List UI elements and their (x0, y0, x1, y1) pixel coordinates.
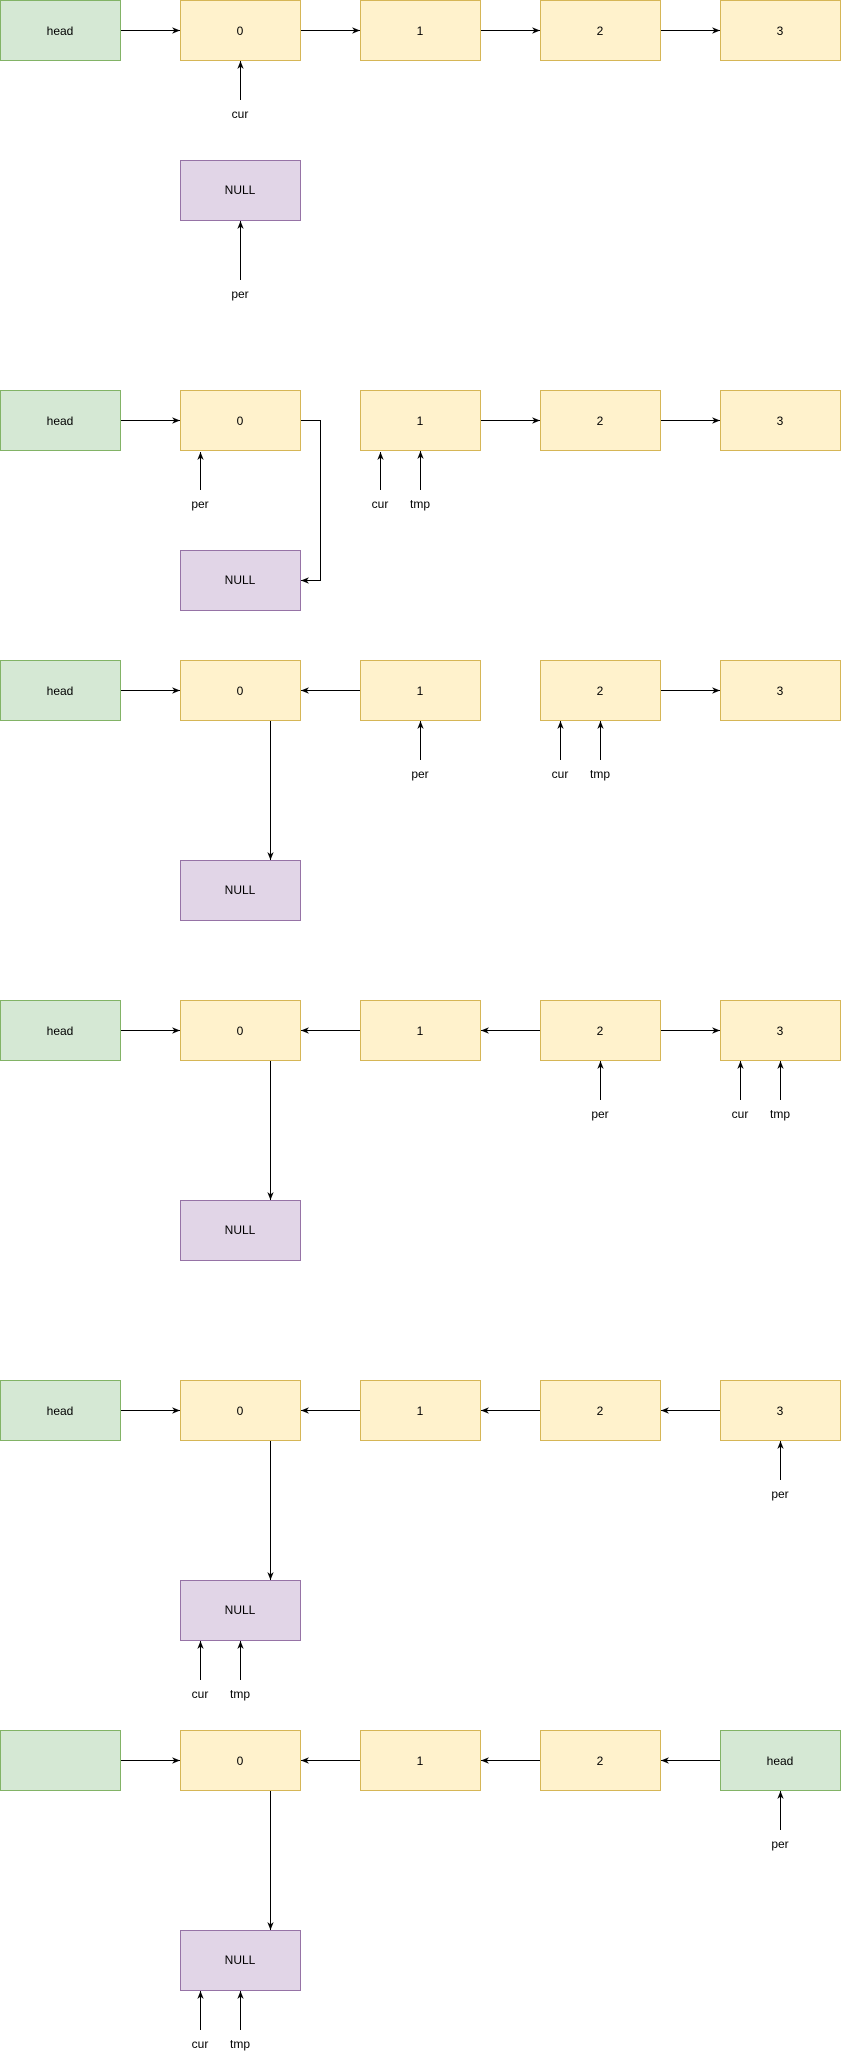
node-3-label: 3 (777, 24, 784, 38)
node-3: 3 (720, 1380, 841, 1441)
node-1-label: 1 (417, 24, 424, 38)
null-label: NULL (225, 183, 256, 197)
tmp-label: tmp (770, 1107, 790, 1121)
tmp-label: tmp (230, 2037, 250, 2051)
node-0-label: 0 (237, 24, 244, 38)
node-2-label: 2 (597, 1024, 604, 1038)
head-label: head (47, 24, 74, 38)
node-1: 1 (360, 1730, 481, 1791)
node-0-label: 0 (237, 1404, 244, 1418)
node-0: 0 (180, 390, 301, 451)
per-label: per (191, 497, 208, 511)
node-0-label: 0 (237, 1024, 244, 1038)
cur-label: cur (552, 767, 569, 781)
stage-4: head 0 1 2 3 NULL per cur tm (0, 1000, 841, 1261)
null-label: NULL (225, 1953, 256, 1967)
node-1: 1 (360, 1380, 481, 1441)
per-label: per (591, 1107, 608, 1121)
stage-2: head 0 1 2 3 NULL per cur tmp (0, 390, 841, 611)
node-0: 0 (180, 1000, 301, 1061)
node-0: 0 (180, 1730, 301, 1791)
arrow-0-to-null (301, 420, 321, 584)
null-node: NULL (180, 1580, 301, 1641)
null-node: NULL (180, 550, 301, 611)
head-label: head (47, 414, 74, 428)
node-3: 3 (720, 660, 841, 721)
stage-3: head 0 1 2 3 NULL per cur tmp (0, 660, 841, 921)
null-node: NULL (180, 860, 301, 921)
node-3-label: 3 (777, 1404, 784, 1418)
node-3: 3 (720, 1000, 841, 1061)
node-0-label: 0 (237, 414, 244, 428)
stage-5: head 0 1 2 3 NULL per cur tm (0, 1380, 841, 1701)
cur-label: cur (372, 497, 389, 511)
head-label: head (47, 684, 74, 698)
node-1-label: 1 (417, 1404, 424, 1418)
head-node: head (0, 1380, 121, 1441)
per-label: per (771, 1837, 788, 1851)
head-label: head (767, 1754, 794, 1768)
node-3: 3 (720, 390, 841, 451)
per-label: per (231, 287, 248, 301)
node-2-label: 2 (597, 1404, 604, 1418)
null-node: NULL (180, 160, 301, 221)
head-node: head (0, 1000, 121, 1061)
node-2-label: 2 (597, 1754, 604, 1768)
node-2: 2 (540, 1000, 661, 1061)
head-node: head (0, 660, 121, 721)
node-3-label: 3 (777, 684, 784, 698)
per-label: per (411, 767, 428, 781)
stage-6: 0 1 2 head NULL per cur tmp (0, 1730, 841, 2051)
node-2: 2 (540, 0, 661, 61)
node-1-label: 1 (417, 1024, 424, 1038)
tmp-label: tmp (590, 767, 610, 781)
cur-label: cur (232, 107, 249, 121)
node-3: 3 (720, 0, 841, 61)
node-0-label: 0 (237, 684, 244, 698)
null-label: NULL (225, 1223, 256, 1237)
node-2: 2 (540, 660, 661, 721)
per-label: per (771, 1487, 788, 1501)
node-2: 2 (540, 390, 661, 451)
node-2: 2 (540, 1730, 661, 1791)
head-label: head (47, 1024, 74, 1038)
node-1-label: 1 (417, 684, 424, 698)
node-2-label: 2 (597, 24, 604, 38)
stage-1: head 0 1 2 3 NULL cur per (0, 0, 841, 301)
head-label: head (47, 1404, 74, 1418)
null-node: NULL (180, 1930, 301, 1991)
node-1-label: 1 (417, 414, 424, 428)
null-label: NULL (225, 1603, 256, 1617)
node-1-label: 1 (417, 1754, 424, 1768)
null-label: NULL (225, 883, 256, 897)
cur-label: cur (732, 1107, 749, 1121)
node-0: 0 (180, 1380, 301, 1441)
new-head-node: head (720, 1730, 841, 1791)
node-0: 0 (180, 0, 301, 61)
node-3-label: 3 (777, 1024, 784, 1038)
node-2-label: 2 (597, 414, 604, 428)
node-3-label: 3 (777, 414, 784, 428)
cur-label: cur (192, 1687, 209, 1701)
tmp-label: tmp (230, 1687, 250, 1701)
node-2: 2 (540, 1380, 661, 1441)
head-node: head (0, 0, 121, 61)
old-head-node (0, 1730, 121, 1791)
cur-label: cur (192, 2037, 209, 2051)
node-1: 1 (360, 0, 481, 61)
node-1: 1 (360, 1000, 481, 1061)
null-label: NULL (225, 573, 256, 587)
node-0-label: 0 (237, 1754, 244, 1768)
node-0: 0 (180, 660, 301, 721)
node-2-label: 2 (597, 684, 604, 698)
tmp-label: tmp (410, 497, 430, 511)
null-node: NULL (180, 1200, 301, 1261)
node-1: 1 (360, 390, 481, 451)
head-node: head (0, 390, 121, 451)
node-1: 1 (360, 660, 481, 721)
